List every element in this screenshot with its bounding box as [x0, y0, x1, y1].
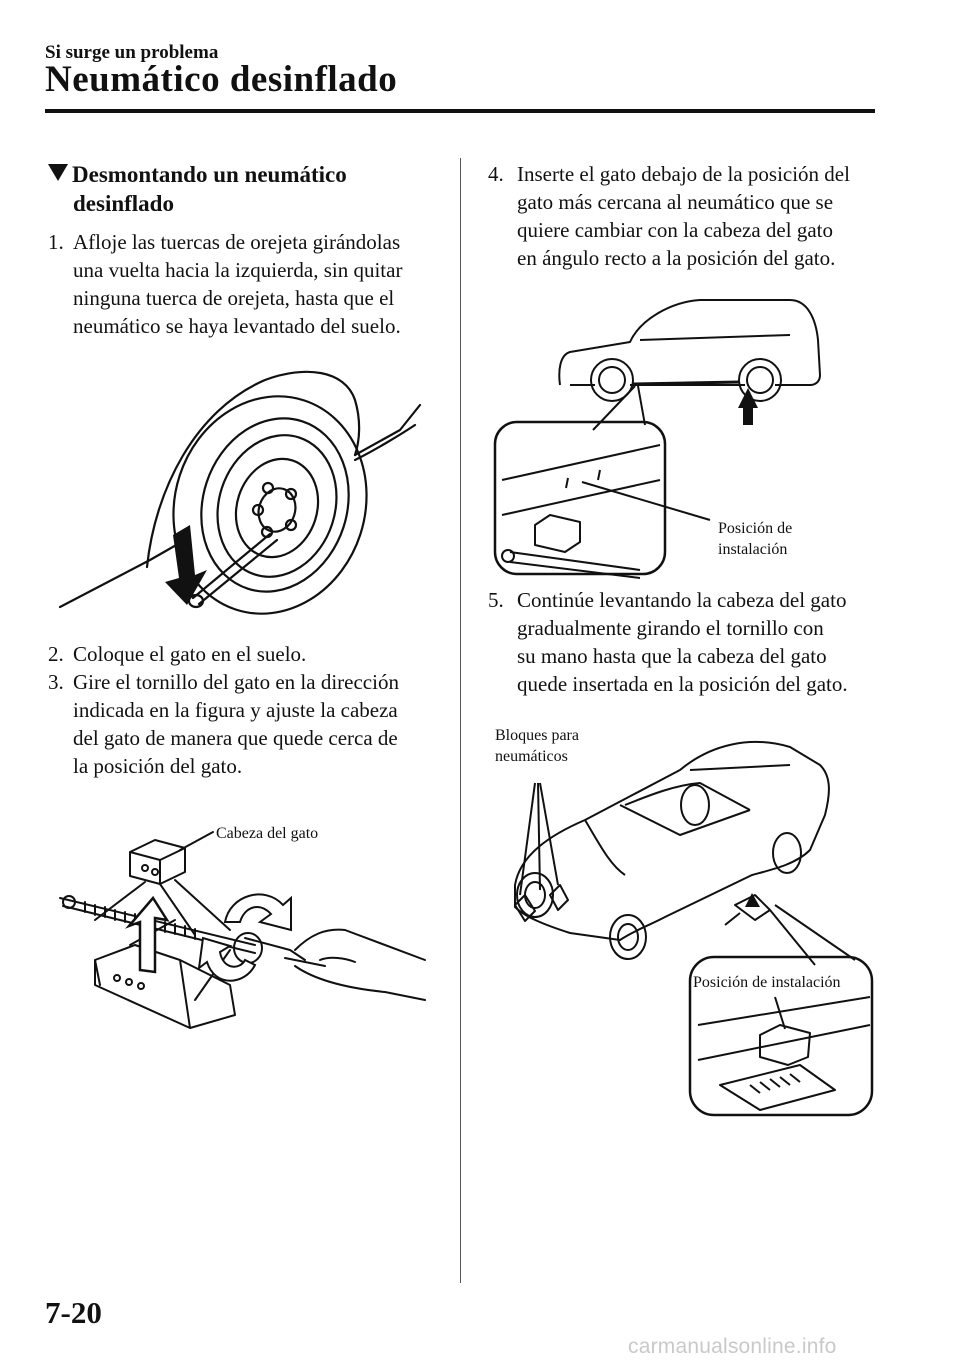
jack-small: [724, 894, 771, 926]
rear-wheel: [738, 358, 782, 402]
body-line-lower: [353, 423, 417, 462]
jack-head-label: Cabeza del gato: [216, 823, 319, 844]
crank-handle: [244, 937, 326, 967]
rotation-arrow-icon: [223, 893, 292, 932]
lug-nut: [284, 487, 298, 501]
step-line: neumático se haya levantado del suelo.: [73, 314, 401, 338]
inset-frame: [493, 420, 667, 576]
rear-right-wheel: [772, 832, 802, 874]
subsection-heading: Desmontando un neumático desinflado: [48, 160, 448, 218]
inset-jack-head: [534, 514, 581, 553]
step-number: 3.: [48, 670, 64, 694]
column-divider: [460, 158, 461, 1283]
car-window-line: [639, 334, 791, 341]
wheel-lug-wrench-illustration: [58, 370, 422, 615]
watermark: carmanualsonline.info: [628, 1335, 837, 1358]
body-line: [353, 403, 422, 457]
label-leader: [581, 481, 711, 521]
step-number: 5.: [488, 588, 504, 612]
step-line: quiere cambiar con la cabeza del gato: [517, 218, 833, 242]
front-wheel: [590, 358, 634, 402]
triangle-bullet-icon: [48, 164, 68, 181]
step-line: su mano hasta que la cabeza del gato: [517, 644, 827, 668]
step-4: 4. Inserte el gato debajo de la posición…: [488, 160, 908, 272]
arrow-up-icon: [738, 388, 758, 425]
step-line: indicada en la figura y ajuste la cabeza: [73, 698, 398, 722]
car-hood: [584, 764, 791, 876]
front-left-wheel: [516, 872, 554, 918]
step-line: gradualmente girando el tornillo con: [517, 616, 824, 640]
ground-line: [58, 538, 187, 609]
car-body: [558, 299, 821, 386]
jack-head: [129, 839, 186, 885]
car-tire-blocks-illustration: [514, 741, 874, 1117]
step-line: gato más cercana al neumático que se: [517, 190, 834, 214]
step-line: una vuelta hacia la izquierda, sin quita…: [73, 258, 403, 282]
step-1: 1. Afloje las tuercas de orejeta girándo…: [48, 228, 448, 340]
step-line: la posición del gato.: [73, 754, 243, 778]
step-line: Inserte el gato debajo de la posición de…: [517, 162, 850, 186]
step-line: Coloque el gato en el suelo.: [73, 642, 307, 666]
screw-end: [62, 895, 76, 909]
lug-nut: [284, 518, 298, 532]
step-5: 5. Continúe levantando la cabeza del gat…: [488, 586, 908, 698]
wrench-shaft: [191, 532, 279, 606]
hand: [294, 928, 426, 1001]
label-leader: [539, 782, 559, 886]
rotation-arrow-icon: [197, 936, 257, 982]
step-line: Continúe levantando la cabeza del gato: [517, 588, 847, 612]
inset-jack-scissor: [719, 1064, 836, 1111]
lug-nut: [251, 503, 265, 517]
step-line: Gire el tornillo del gato en la direcció…: [73, 670, 399, 694]
arrow-down-icon: [165, 525, 207, 605]
label-leader: [179, 831, 214, 851]
step-line: Afloje las tuercas de orejeta girándolas: [73, 230, 401, 254]
page-title: Neumático desinflado: [45, 59, 398, 100]
car-jack-position-illustration: [493, 299, 821, 579]
section-label: Si surge un problema: [45, 42, 219, 63]
rim-inner: [234, 457, 320, 559]
fender-arch: [145, 370, 361, 569]
tire-blocks-label: Bloques para neumáticos: [495, 725, 579, 767]
jack-upper-arms: [94, 879, 231, 936]
page-number: 7-20: [45, 1295, 102, 1330]
arrow-up-icon: [745, 893, 760, 907]
car-windshield: [624, 782, 751, 811]
sill-line: [501, 444, 661, 516]
step-number: 4.: [488, 162, 504, 186]
title-rule: [45, 109, 875, 113]
front-right-wheel: [680, 784, 710, 826]
tire-block: [514, 884, 569, 922]
callout-line: [637, 385, 646, 426]
tire-inner: [200, 417, 350, 593]
subsection-heading-line2: desinflado: [73, 191, 174, 216]
label-leader: [519, 782, 536, 896]
install-position-full-label: Posición de instalación: [693, 972, 841, 993]
step-line: en ángulo recto a la posición del gato.: [517, 246, 836, 270]
scissor-jack-illustration: [59, 831, 426, 1029]
label-leader: [537, 782, 541, 891]
lug-nut: [261, 481, 275, 495]
inset-frame: [688, 955, 874, 1117]
step-3: 3. Gire el tornillo del gato en la direc…: [48, 668, 448, 780]
label-leader: [774, 996, 786, 1030]
tire-outer: [172, 395, 368, 615]
install-position-label: Posición de instalación: [718, 518, 793, 560]
step-number: 1.: [48, 230, 64, 254]
inset-jack-head: [759, 1024, 811, 1066]
inset-jack-screw: [509, 551, 641, 579]
step-line: del gato de manera que quede cerca de: [73, 726, 398, 750]
step-line: ninguna tuerca de orejeta, hasta que el: [73, 286, 395, 310]
subsection-heading-line1: Desmontando un neumático: [72, 162, 347, 187]
sill-line: [697, 996, 871, 1061]
arrow-up-icon: [124, 895, 170, 974]
step-number: 2.: [48, 642, 64, 666]
car-body: [514, 741, 830, 941]
callout-line: [774, 904, 856, 961]
rear-left-wheel: [609, 914, 647, 960]
rim: [216, 434, 338, 578]
step-2: 2. Coloque el gato en el suelo.: [48, 640, 448, 668]
step-line: quede insertada en la posición del gato.: [517, 672, 848, 696]
